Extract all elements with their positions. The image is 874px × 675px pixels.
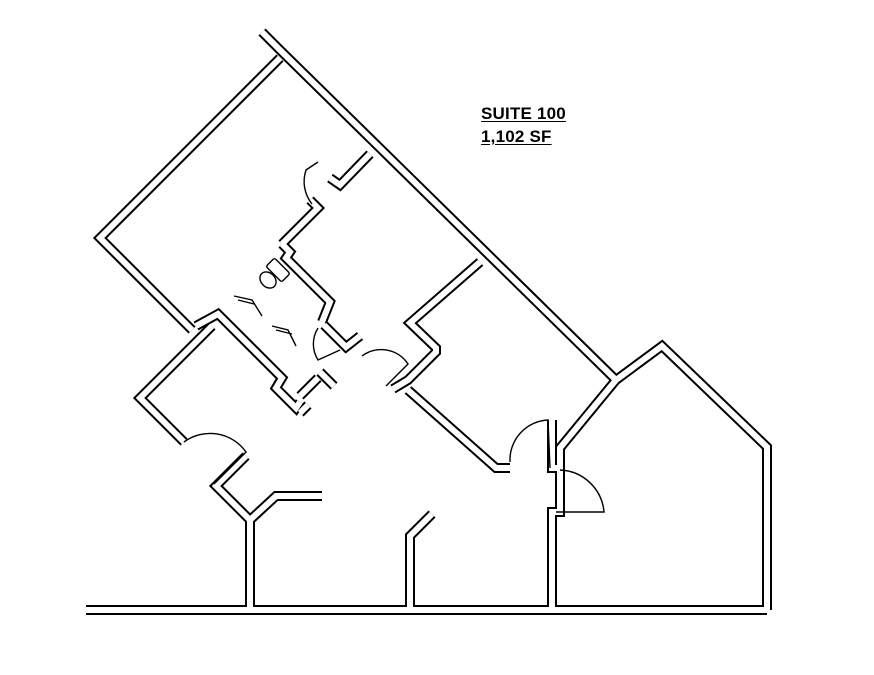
office-upper-left-walls xyxy=(92,54,284,334)
doors xyxy=(183,161,605,513)
restroom-fixtures xyxy=(233,258,297,347)
office-middle-walls xyxy=(390,258,484,394)
toilet-tank-icon xyxy=(266,258,290,282)
grab-bar-icon xyxy=(233,295,297,347)
door-swing-middle-right xyxy=(509,419,551,469)
suite-name: SUITE 100 xyxy=(481,104,566,123)
door-swing-upper-office xyxy=(303,161,319,205)
walls xyxy=(86,28,772,615)
door-swing-left-office xyxy=(183,432,247,485)
toilet-bowl-icon xyxy=(259,271,277,289)
suite-area: 1,102 SF xyxy=(481,127,552,146)
door-swing-middle-office xyxy=(361,348,409,387)
door-swing-right-office xyxy=(556,469,605,513)
office-right-walls xyxy=(613,339,772,610)
door-swing-restroom xyxy=(312,327,341,361)
